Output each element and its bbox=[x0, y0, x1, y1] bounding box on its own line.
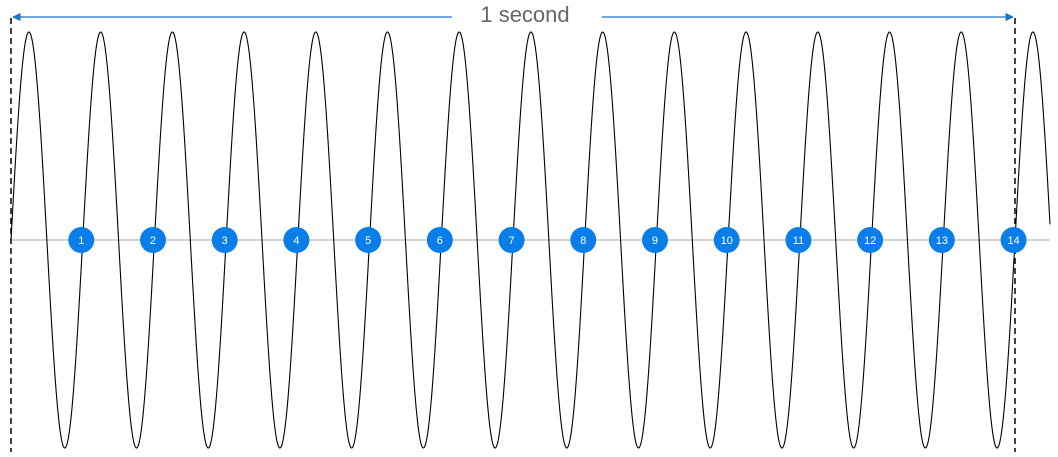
cycle-marker-circle bbox=[498, 227, 525, 253]
cycle-marker: 9 bbox=[641, 227, 668, 253]
cycle-marker-label: 4 bbox=[293, 235, 299, 247]
cycle-marker-label: 2 bbox=[150, 235, 156, 247]
cycle-marker-label: 10 bbox=[721, 235, 733, 247]
cycle-marker-circle bbox=[1000, 227, 1027, 253]
cycle-marker: 13 bbox=[928, 227, 955, 253]
cycle-marker-circle bbox=[211, 227, 238, 253]
cycle-marker: 1 bbox=[68, 227, 95, 253]
cycle-marker-label: 1 bbox=[78, 235, 84, 247]
cycle-marker: 12 bbox=[857, 227, 884, 253]
cycle-marker-label: 14 bbox=[1007, 235, 1019, 247]
cycle-marker: 3 bbox=[211, 227, 238, 253]
cycle-marker: 10 bbox=[713, 227, 740, 253]
cycle-marker-circle bbox=[139, 227, 166, 253]
cycle-marker: 8 bbox=[570, 227, 597, 253]
cycle-marker: 11 bbox=[785, 227, 812, 253]
cycle-marker-circle bbox=[641, 227, 668, 253]
cycle-marker-label: 5 bbox=[365, 235, 371, 247]
cycle-marker: 2 bbox=[139, 227, 166, 253]
cycle-marker-label: 12 bbox=[864, 235, 876, 247]
cycle-marker: 7 bbox=[498, 227, 525, 253]
cycle-marker-circle bbox=[355, 227, 382, 253]
cycle-marker-circle bbox=[570, 227, 597, 253]
cycle-marker-circle bbox=[713, 227, 740, 253]
cycle-marker-circle bbox=[426, 227, 453, 253]
cycle-marker-label: 7 bbox=[509, 235, 515, 247]
cycle-marker-label: 9 bbox=[652, 235, 658, 247]
cycle-marker: 5 bbox=[355, 227, 382, 253]
cycle-marker-label: 11 bbox=[793, 235, 804, 247]
cycle-marker-circle bbox=[283, 227, 310, 253]
cycle-marker-label: 6 bbox=[437, 235, 443, 247]
cycle-marker: 14 bbox=[1000, 227, 1027, 253]
cycle-marker-circle bbox=[785, 227, 812, 253]
span-label: 1 second bbox=[480, 2, 569, 27]
cycle-marker-label: 8 bbox=[580, 235, 586, 247]
waveform bbox=[10, 31, 1051, 449]
cycle-marker-label: 13 bbox=[936, 235, 948, 247]
cycle-marker-circle bbox=[928, 227, 955, 253]
cycle-marker-label: 3 bbox=[222, 235, 228, 247]
cycle-marker-circle bbox=[68, 227, 95, 253]
cycle-marker: 6 bbox=[426, 227, 453, 253]
cycle-marker-circle bbox=[857, 227, 884, 253]
cycle-marker: 4 bbox=[283, 227, 310, 253]
